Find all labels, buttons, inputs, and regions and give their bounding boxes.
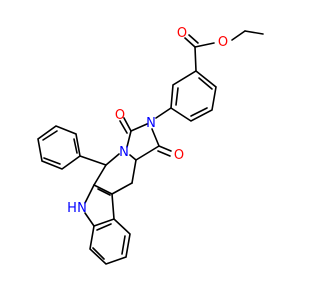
bonds bbox=[37, 30, 264, 265]
atom-labels: O O O O N N N H bbox=[67, 26, 228, 216]
bond-c5-phenyl bbox=[79, 155, 107, 166]
background bbox=[0, 0, 300, 300]
bond-nh-c7a bbox=[84, 212, 95, 227]
bond-c5-indole-c2 bbox=[93, 164, 107, 186]
atom-label-imide-n: N bbox=[146, 116, 156, 131]
bond-ether-o-ch2 bbox=[231, 30, 246, 41]
bond-ch2-indole-c bbox=[111, 182, 133, 195]
atom-label-indole-n: N bbox=[77, 201, 87, 216]
bond-c-right-ring-junction bbox=[135, 145, 160, 161]
bond-phenyl-double-2 bbox=[42, 130, 58, 141]
bond-benzoate-ring bbox=[170, 70, 217, 122]
atom-label-bridge-n: N bbox=[119, 145, 129, 160]
bond-carbonyl-c-ether-o bbox=[194, 42, 215, 48]
bond-junction-ch2 bbox=[131, 159, 137, 184]
atom-label-ester-carbonyl-o: O bbox=[177, 26, 187, 41]
atom-label-indole-h: H bbox=[67, 201, 77, 216]
bond-c-top-o-double-b bbox=[119, 120, 128, 134]
atom-label-imide-top-o: O bbox=[115, 108, 125, 123]
bond-c3-c3a bbox=[111, 193, 115, 220]
bond-indole-benzene-ring bbox=[89, 218, 131, 265]
bond-benzoate-double-2 bbox=[190, 107, 208, 117]
bond-ring-to-imide-n bbox=[155, 107, 172, 119]
bond-indole-double-3 bbox=[92, 247, 105, 260]
bond-phenyl-double-1 bbox=[43, 157, 61, 165]
bond-bridge-n-ring-junction bbox=[129, 154, 137, 161]
bond-phenyl-ring bbox=[37, 125, 81, 170]
bond-imide-n-c-top bbox=[130, 123, 148, 132]
bond-indole-c2-c3 bbox=[93, 184, 113, 195]
bond-indole-c2-nh bbox=[84, 184, 95, 204]
bond-indole-double-1 bbox=[96, 223, 112, 231]
molecule-canvas: O O O O N N N H bbox=[0, 0, 300, 300]
bond-phenyl-double-3 bbox=[73, 138, 78, 154]
bond-bridge-n-c5 bbox=[105, 153, 120, 166]
bond-carbonyl-c-o-double-a bbox=[184, 37, 196, 48]
bond-indole-double-2 bbox=[121, 235, 126, 255]
bond-c-right-o-double-a bbox=[158, 145, 172, 152]
bond-imide-n-c-right bbox=[151, 128, 160, 147]
bond-c-top-bridge-n bbox=[126, 130, 132, 148]
bond-benzoate-double-1 bbox=[198, 77, 213, 90]
bond-indole-c2-c3-double bbox=[97, 188, 111, 196]
bond-c-right-o-double-b bbox=[157, 150, 171, 157]
bond-c-top-o-double-a bbox=[123, 117, 132, 132]
molecule-structure: O O O O N N N H bbox=[0, 0, 300, 300]
bond-ch2-ch3 bbox=[244, 30, 264, 35]
atom-label-ester-ether-o: O bbox=[218, 35, 228, 50]
atom-label-imide-right-o: O bbox=[174, 148, 184, 163]
bond-benzoate-double-3 bbox=[175, 87, 179, 106]
bond-ring-to-carbonyl-c bbox=[194, 46, 197, 72]
bond-carbonyl-c-o-double-b bbox=[188, 34, 199, 44]
